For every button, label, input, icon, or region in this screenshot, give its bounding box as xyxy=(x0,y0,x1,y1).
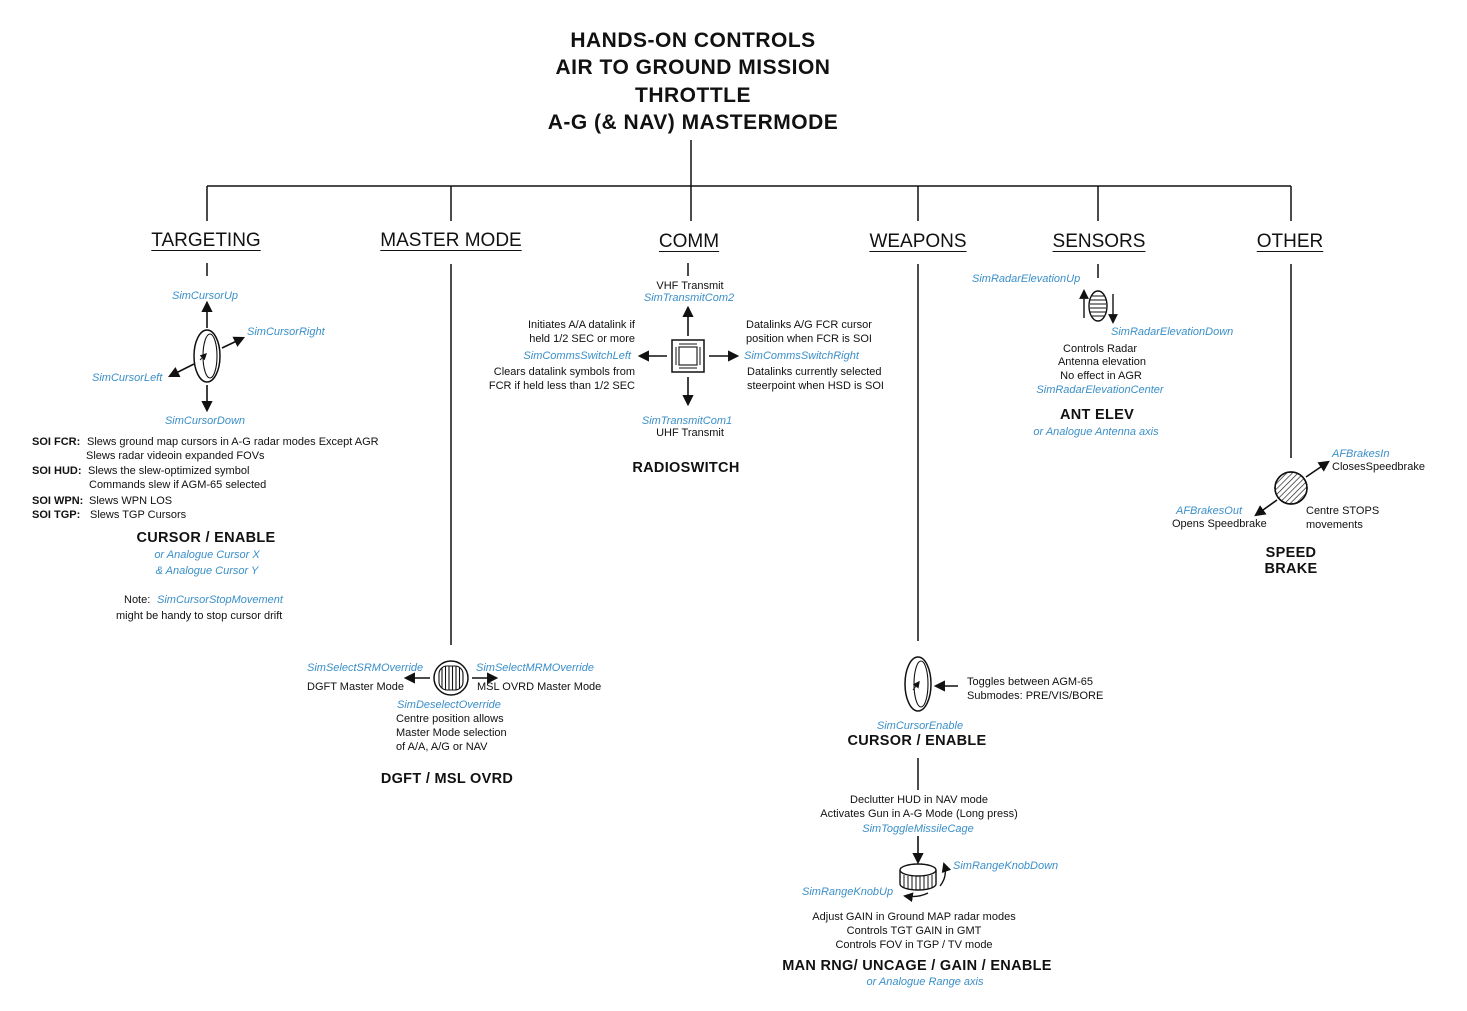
soi-hud-desc-1: Slews the slew-optimized symbol xyxy=(88,465,250,477)
header-weapons: WEAPONS xyxy=(869,231,967,252)
uhf-transmit-desc: UHF Transmit xyxy=(656,427,724,439)
opens-speedbrake-desc: Opens Speedbrake xyxy=(1172,518,1267,530)
gain-desc-3: Controls FOV in TGP / TV mode xyxy=(835,939,993,951)
comm-right-desc-2: position when FCR is SOI xyxy=(746,333,872,345)
radar-desc-3: No effect in AGR xyxy=(1060,370,1142,382)
msl-ovrd-master-mode-desc: MSL OVRD Master Mode xyxy=(477,681,602,693)
block-cursor-enable-targeting: CURSOR / ENABLE xyxy=(136,530,276,546)
soi-tgp-desc: Slews TGP Cursors xyxy=(90,509,187,521)
soi-hud-desc-2: Commands slew if AGM-65 selected xyxy=(89,479,267,491)
cmd-cursor-down: SimCursorDown xyxy=(164,415,246,427)
analog-range-axis: or Analogue Range axis xyxy=(866,976,984,988)
soi-fcr-desc-1: Slews ground map cursors in A-G radar mo… xyxy=(87,436,379,448)
cmd-range-knob-up: SimRangeKnobUp xyxy=(802,886,894,898)
block-dgft-msl-ovrd: DGFT / MSL OVRD xyxy=(380,771,514,787)
cmd-comms-switch-left: SimCommsSwitchLeft xyxy=(523,350,631,362)
analog-cursor-y: & Analogue Cursor Y xyxy=(155,565,259,577)
radio-switch xyxy=(637,305,740,407)
note-desc: might be handy to stop cursor drift xyxy=(116,610,283,622)
weapons-cursor-enable-control xyxy=(904,656,958,865)
vhf-transmit-desc: VHF Transmit xyxy=(656,280,724,292)
cmd-radar-elevation-up: SimRadarElevationUp xyxy=(972,273,1081,285)
comm-right-desc-1: Datalinks A/G FCR cursor xyxy=(746,319,872,331)
cmd-deselect-override: SimDeselectOverride xyxy=(397,699,501,711)
comm-left-desc-3: Clears datalink symbols from xyxy=(493,366,635,378)
comm-left-desc-4: FCR if held less than 1/2 SEC xyxy=(488,380,635,392)
soi-fcr-desc-2: Slews radar videoin expanded FOVs xyxy=(86,450,265,462)
cmd-transmit-com2: SimTransmitCom2 xyxy=(643,292,735,304)
cmd-cursor-left: SimCursorLeft xyxy=(92,372,163,384)
targeting-cursor-control xyxy=(167,300,246,413)
block-radioswitch: RADIOSWITCH xyxy=(632,460,740,476)
cmd-af-brakes-in: AFBrakesIn xyxy=(1332,448,1390,460)
dgft-master-mode-desc: DGFT Master Mode xyxy=(307,681,404,693)
note-label: Note: xyxy=(124,594,151,606)
cmd-radar-elevation-down: SimRadarElevationDown xyxy=(1111,326,1234,338)
cmd-toggle-missile-cage: SimToggleMissileCage xyxy=(862,823,974,835)
comm-right-desc-4: steerpoint when HSD is SOI xyxy=(747,380,884,392)
cmd-cursor-up: SimCursorUp xyxy=(171,290,239,302)
comm-left-desc-2: held 1/2 SEC or more xyxy=(529,333,635,345)
analog-antenna-axis: or Analogue Antenna axis xyxy=(1033,426,1159,438)
agm65-toggle-desc-2: Submodes: PRE/VIS/BORE xyxy=(967,690,1104,702)
centre-desc-1: Centre position allows xyxy=(396,713,504,725)
cmd-select-mrm-override: SimSelectMRMOverride xyxy=(476,662,594,674)
soi-hud-label: SOI HUD: xyxy=(32,465,82,477)
centre-desc-3: of A/A, A/G or NAV xyxy=(396,741,488,753)
antenna-elevation-knob xyxy=(1079,289,1118,324)
block-brake: BRAKE xyxy=(1264,561,1318,577)
cmd-select-srm-override: SimSelectSRMOverride xyxy=(307,662,424,674)
title-line-3: THROTTLE xyxy=(635,84,751,107)
closes-speedbrake-desc: ClosesSpeedbrake xyxy=(1332,461,1425,473)
cmd-af-brakes-out: AFBrakesOut xyxy=(1176,505,1243,517)
block-cursor-enable-weapons: CURSOR / ENABLE xyxy=(847,733,987,749)
soi-tgp-label: SOI TGP: xyxy=(32,509,81,521)
centre-stops-desc-2: movements xyxy=(1306,519,1363,531)
comm-right-desc-3: Datalinks currently selected xyxy=(747,366,882,378)
range-knob xyxy=(899,862,952,903)
soi-fcr-label: SOI FCR: xyxy=(32,436,81,448)
soi-wpn-desc: Slews WPN LOS xyxy=(89,495,173,507)
header-comm: COMM xyxy=(658,231,720,252)
block-speed: SPEED xyxy=(1265,545,1317,561)
gain-desc-1: Adjust GAIN in Ground MAP radar modes xyxy=(812,911,1016,923)
analog-cursor-x: or Analogue Cursor X xyxy=(154,549,260,561)
declutter-desc-1: Declutter HUD in NAV mode xyxy=(850,794,988,806)
cmd-cursor-right: SimCursorRight xyxy=(247,326,325,338)
cmd-cursor-enable: SimCursorEnable xyxy=(876,720,964,732)
block-ant-elev: ANT ELEV xyxy=(1059,407,1135,423)
title-line-1: HANDS-ON CONTROLS xyxy=(570,29,816,52)
cmd-comms-switch-right: SimCommsSwitchRight xyxy=(744,350,859,362)
header-master-mode: MASTER MODE xyxy=(380,230,522,251)
gain-desc-2: Controls TGT GAIN in GMT xyxy=(846,925,982,937)
radar-desc-1: Controls Radar xyxy=(1063,343,1137,355)
header-sensors: SENSORS xyxy=(1052,231,1146,252)
cmd-range-knob-down: SimRangeKnobDown xyxy=(953,860,1059,872)
soi-wpn-label: SOI WPN: xyxy=(32,495,84,507)
centre-desc-2: Master Mode selection xyxy=(396,727,507,739)
comm-left-desc-1: Initiates A/A datalink if xyxy=(527,319,635,331)
speed-brake-switch xyxy=(1254,460,1330,517)
header-targeting: TARGETING xyxy=(151,230,261,251)
header-other: OTHER xyxy=(1256,231,1324,252)
cmd-radar-elevation-center: SimRadarElevationCenter xyxy=(1036,384,1164,396)
declutter-desc-2: Activates Gun in A-G Mode (Long press) xyxy=(820,808,1018,820)
title-line-4: A-G (& NAV) MASTERMODE xyxy=(547,111,839,134)
block-man-rng-uncage-gain-enable: MAN RNG/ UNCAGE / GAIN / ENABLE xyxy=(782,958,1052,974)
radar-desc-2: Antenna elevation xyxy=(1057,356,1147,368)
title-line-2: AIR TO GROUND MISSION xyxy=(555,56,831,79)
cmd-transmit-com1: SimTransmitCom1 xyxy=(641,415,733,427)
cmd-cursor-stop-movement: SimCursorStopMovement xyxy=(157,594,283,606)
dgft-msl-switch xyxy=(403,660,499,696)
centre-stops-desc-1: Centre STOPS xyxy=(1306,505,1380,517)
agm65-toggle-desc-1: Toggles between AGM-65 xyxy=(967,676,1093,688)
